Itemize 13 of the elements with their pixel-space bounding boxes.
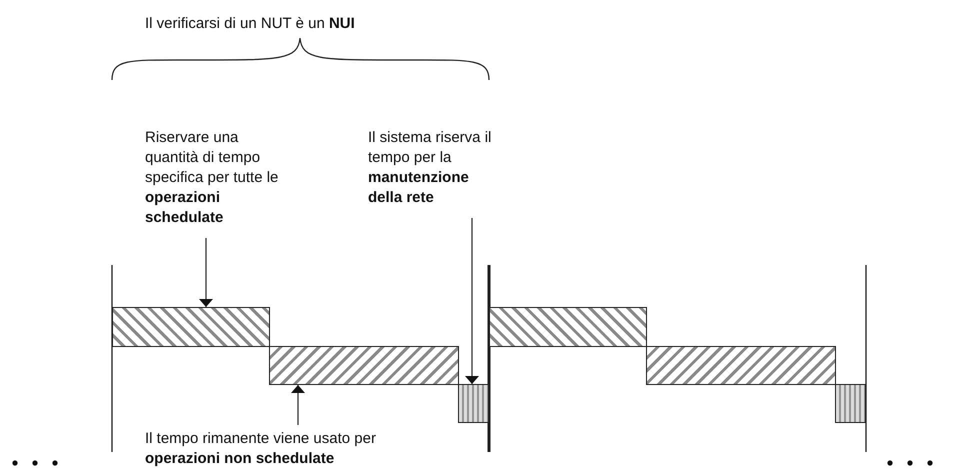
brace-caption: Il verificarsi di un NUT è un NUI <box>145 14 355 34</box>
maintenance-time-bar <box>458 384 489 423</box>
arrow <box>465 218 479 384</box>
scheduled-time-bar <box>489 307 647 347</box>
callout-text: Il sistema riserva il tempo per la manutenzione della rete <box>368 128 498 208</box>
maintenance-time-bar <box>835 384 866 423</box>
arrow <box>199 238 213 308</box>
callout-text: Riservare una quantità di tempo specifica per tutte le operazioni schedulate <box>145 128 285 228</box>
scheduled-time-bar <box>112 307 270 347</box>
unscheduled-time-bar <box>269 346 459 385</box>
callout-text: Il tempo rimanente viene usato per operazioni non schedulate <box>145 429 410 469</box>
arrow <box>291 384 305 426</box>
unscheduled-time-bar <box>646 346 836 385</box>
